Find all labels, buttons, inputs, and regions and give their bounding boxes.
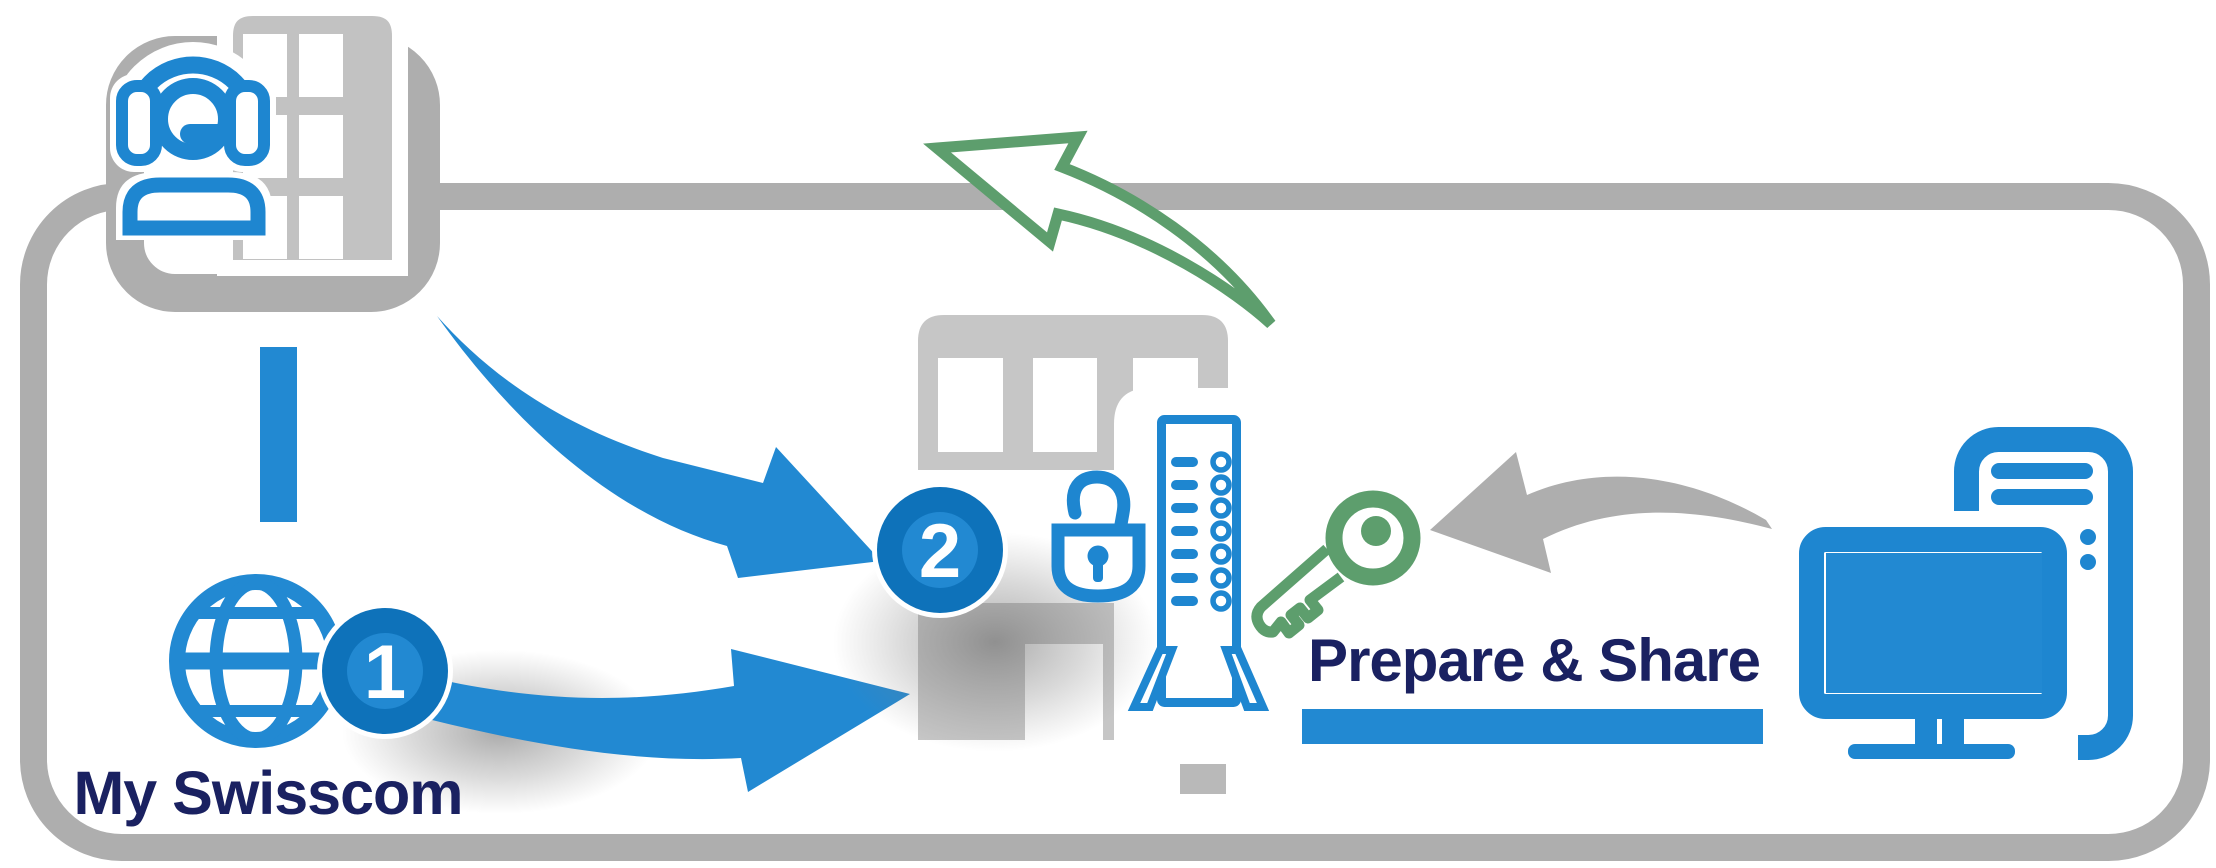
- step-1-number: 1: [364, 630, 406, 715]
- headset-earpiece-right: [224, 80, 270, 166]
- action-label: Prepare & Share: [1308, 627, 1760, 694]
- blue-arrow-portal-to-shop: [432, 649, 910, 792]
- monitor-stand-right: [1942, 706, 1964, 746]
- mic-boom: [180, 124, 232, 144]
- step-2-number: 2: [919, 509, 961, 594]
- server-leds: [1171, 451, 1232, 612]
- monitor-screen: [1826, 553, 2042, 693]
- key-head-dot: [1361, 516, 1391, 546]
- key-shaft: [1251, 544, 1345, 639]
- blue-arrow-agent-to-shop: [437, 316, 881, 578]
- shop-pedestal: [1180, 764, 1226, 794]
- monitor-base: [1848, 744, 2015, 759]
- desktop-computer-icon: [1784, 427, 2133, 763]
- gray-curved-arrow: [1430, 452, 1772, 573]
- server-tower-icon: [1127, 415, 1270, 711]
- server-foot-right: [1220, 646, 1270, 711]
- open-padlock-icon: [1051, 470, 1146, 603]
- globe-icon: [169, 574, 343, 748]
- step-badge-2: 2: [872, 482, 1008, 618]
- agent-shoulders: [122, 177, 266, 236]
- key-icon: [1251, 490, 1421, 639]
- keyhole-stem: [1093, 560, 1103, 582]
- step-badge-1: 1: [317, 603, 453, 739]
- server-foot-left: [1127, 646, 1178, 711]
- green-return-arrow: [923, 130, 1276, 329]
- keyhole: [1087, 545, 1109, 567]
- headset-earpiece-left: [116, 80, 162, 166]
- action-underline-bar: [1302, 709, 1763, 744]
- padlock-shackle: [1067, 470, 1131, 537]
- monitor-stand-left: [1915, 706, 1937, 746]
- support-agent-icon: [116, 56, 270, 236]
- vertical-connector-bar: [260, 347, 297, 522]
- portal-label: My Swisscom: [73, 759, 462, 827]
